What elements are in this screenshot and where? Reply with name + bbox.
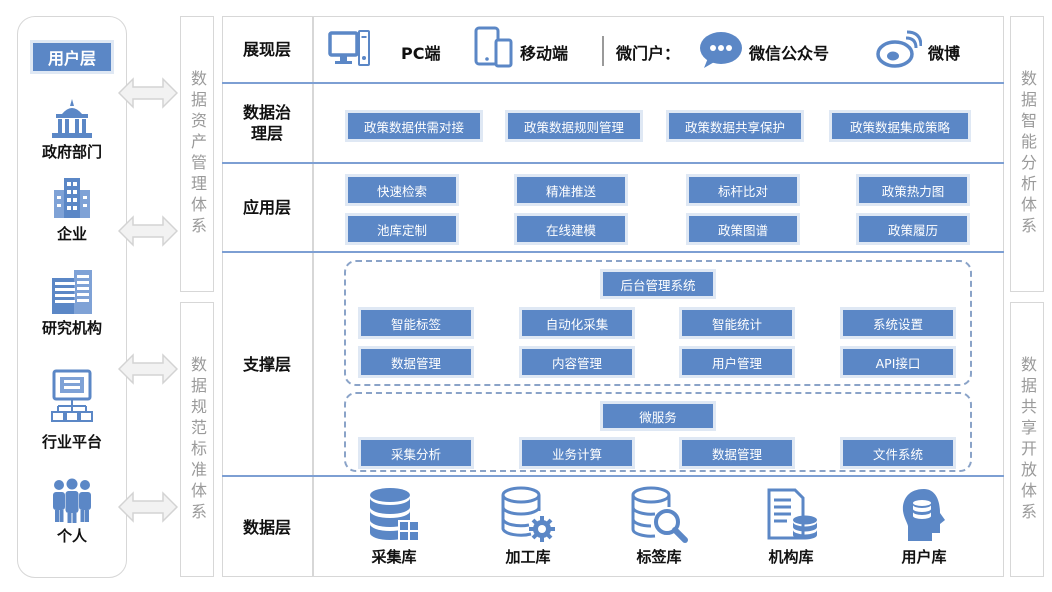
governance-item: 政策数据供需对接 <box>345 110 483 142</box>
microservice-item: 采集分析 <box>358 437 474 469</box>
government-building-icon <box>47 94 97 140</box>
application-item: 政策履历 <box>856 213 970 245</box>
left-system-panel: 数据规范标准体系 <box>180 302 214 577</box>
backend-item: 智能统计 <box>679 307 795 339</box>
layer-label-display: 展现层 <box>242 39 291 59</box>
left-system-label: 数据资产管理体系 <box>188 70 207 238</box>
wechat-icon <box>700 32 742 68</box>
data-store-label: 标签库 <box>636 548 682 566</box>
user-item-label: 企业 <box>56 225 87 243</box>
institution-database-icon <box>767 488 817 540</box>
left-system-panel: 数据资产管理体系 <box>180 16 214 292</box>
backend-item: 用户管理 <box>679 346 795 378</box>
application-item: 在线建模 <box>514 213 628 245</box>
governance-item: 政策数据集成策略 <box>829 110 971 142</box>
double-arrow-icon <box>118 491 178 523</box>
right-system-panel: 数据共享开放体系 <box>1010 302 1044 577</box>
double-arrow-icon <box>118 77 178 109</box>
people-icon <box>47 478 97 524</box>
right-system-label: 数据智能分析体系 <box>1018 70 1037 238</box>
layer-divider <box>222 475 1004 477</box>
layer-label-data: 数据层 <box>242 517 291 537</box>
backend-item: 内容管理 <box>519 346 635 378</box>
layer-divider <box>222 251 1004 253</box>
user-database-icon <box>902 489 945 541</box>
data-store-collection: 采集库 <box>352 486 436 567</box>
backend-item: 自动化采集 <box>519 307 635 339</box>
backend-item: 智能标签 <box>358 307 474 339</box>
display-weibo-label: 微博 <box>928 44 961 63</box>
data-store-processing: 加工库 <box>486 486 570 567</box>
user-item-label: 研究机构 <box>41 319 102 337</box>
layer-label-governance: 数据治 理层 <box>222 84 312 162</box>
application-item: 政策热力图 <box>856 174 970 206</box>
application-item: 精准推送 <box>514 174 628 206</box>
application-item: 快速检索 <box>345 174 459 206</box>
data-store-user: 用户库 <box>882 486 966 567</box>
user-item-industry-platform: 行业平台 <box>17 366 127 452</box>
backend-system-group <box>344 260 972 386</box>
right-system-label: 数据共享开放体系 <box>1018 355 1037 524</box>
microservice-item: 业务计算 <box>519 437 635 469</box>
data-store-tag: 标签库 <box>617 486 701 567</box>
microservice-item: 数据管理 <box>679 437 795 469</box>
label-column-divider <box>312 16 314 577</box>
user-item-individual: 个人 <box>17 478 127 546</box>
user-item-research: 研究机构 <box>17 270 127 338</box>
backend-item: 系统设置 <box>840 307 956 339</box>
application-item: 政策图谱 <box>686 213 800 245</box>
double-arrow-icon <box>118 353 178 385</box>
processing-database-icon <box>501 486 555 542</box>
data-store-label: 加工库 <box>505 548 551 566</box>
governance-item: 政策数据规则管理 <box>505 110 643 142</box>
weibo-icon <box>876 30 922 68</box>
microservice-title: 微服务 <box>600 401 716 431</box>
tag-database-icon <box>631 486 688 543</box>
backend-system-title: 后台管理系统 <box>600 269 716 299</box>
mobile-device-icon <box>474 26 513 68</box>
user-item-enterprise: 企业 <box>17 176 127 244</box>
application-item: 标杆比对 <box>686 174 800 206</box>
layer-divider <box>222 162 1004 164</box>
display-wechat-label: 微信公众号 <box>749 44 830 63</box>
user-item-label: 个人 <box>56 527 87 545</box>
layer-label-application: 应用层 <box>242 198 291 217</box>
display-separator <box>602 36 604 66</box>
microservice-group <box>344 392 972 472</box>
layer-divider <box>222 82 1004 84</box>
governance-item: 政策数据共享保护 <box>666 110 804 142</box>
user-item-label: 政府部门 <box>41 143 102 161</box>
backend-item: API接口 <box>840 346 956 378</box>
data-store-label: 机构库 <box>768 548 814 566</box>
industry-platform-icon <box>47 366 97 430</box>
display-micro-portal-label: 微门户： <box>616 44 681 63</box>
double-arrow-icon <box>118 215 178 247</box>
pc-monitor-icon <box>328 30 370 66</box>
collection-database-icon <box>370 488 420 542</box>
data-store-label: 采集库 <box>371 548 417 566</box>
left-system-label: 数据规范标准体系 <box>188 355 207 524</box>
data-store-institution: 机构库 <box>749 486 833 567</box>
user-item-government: 政府部门 <box>17 94 127 162</box>
data-store-label: 用户库 <box>901 548 947 566</box>
layer-label-governance-line1: 数据治 <box>242 103 291 122</box>
research-institute-icon <box>47 270 97 316</box>
layer-label-support: 支撑层 <box>242 354 291 374</box>
backend-item: 数据管理 <box>358 346 474 378</box>
enterprise-building-icon <box>47 176 97 222</box>
user-layer-title: 用户层 <box>30 40 114 74</box>
microservice-item: 文件系统 <box>840 437 956 469</box>
layer-label-governance-line2: 理层 <box>250 124 283 143</box>
application-item: 池库定制 <box>345 213 459 245</box>
user-item-label: 行业平台 <box>41 433 102 451</box>
display-pc-label: PC端 <box>401 44 441 63</box>
right-system-panel: 数据智能分析体系 <box>1010 16 1044 292</box>
display-mobile-label: 移动端 <box>520 44 569 63</box>
